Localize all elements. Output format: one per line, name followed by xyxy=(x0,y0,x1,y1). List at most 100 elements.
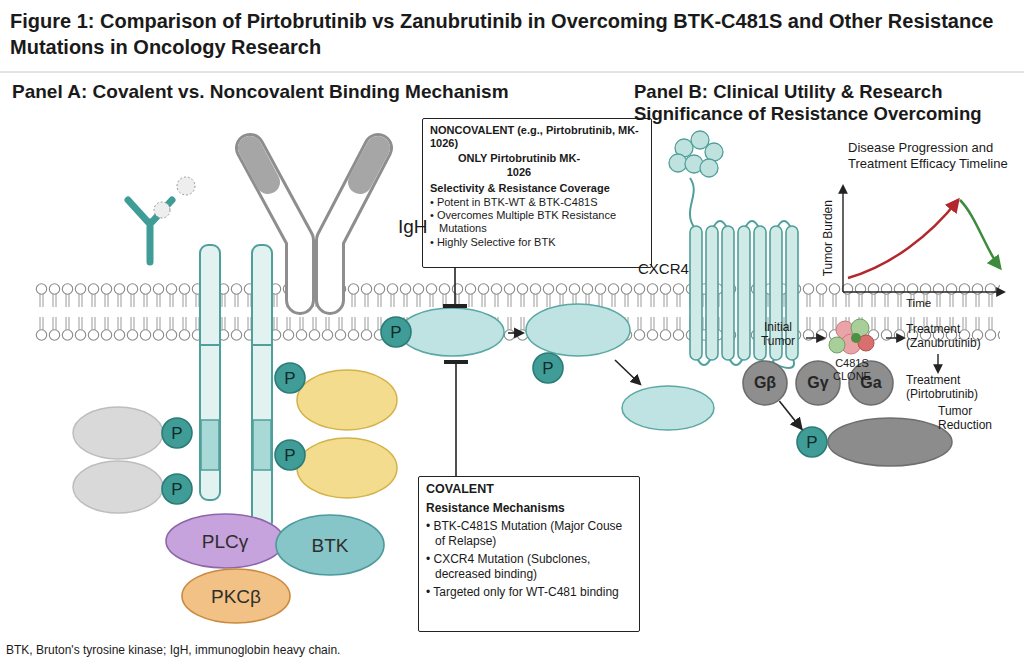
protein-ellipse: PLCγ xyxy=(165,513,285,569)
signal-protein xyxy=(622,386,714,430)
phospho-site: P xyxy=(274,362,306,394)
node-label: P xyxy=(542,360,553,377)
inhibition-line xyxy=(454,268,456,306)
inhibition-bar xyxy=(444,360,468,364)
signal-arrow xyxy=(615,360,640,384)
node-label: PLCγ xyxy=(202,532,248,551)
callout-text: Selectivity & Resistance Coverage xyxy=(430,182,644,195)
receptor-helix xyxy=(738,226,750,360)
adaptor-protein xyxy=(73,461,163,513)
node-outline xyxy=(162,474,192,504)
node-outline xyxy=(275,363,305,393)
callout-text: • Potent in BTK-WT & BTK-C481S xyxy=(430,196,644,209)
node-label: P xyxy=(390,324,401,341)
antigen-symbol xyxy=(177,177,195,195)
receptor-helix xyxy=(722,226,734,360)
bcr-body xyxy=(250,148,378,300)
flow-label: Initial Tumor xyxy=(752,320,804,349)
chart-axis xyxy=(843,291,1004,292)
flow-label: C481S CLONE xyxy=(824,357,880,383)
receptor-helix xyxy=(690,226,702,360)
node-outline xyxy=(162,418,192,448)
separator-line xyxy=(0,72,1024,73)
receptor-helix xyxy=(706,226,718,360)
node-outline xyxy=(743,361,787,405)
receptor-n-terminus xyxy=(690,178,696,230)
efficacy-curve xyxy=(960,200,1000,268)
flow-label: Treatment (Pirtobrutinib) xyxy=(906,373,1006,402)
phospho-site: P xyxy=(532,352,564,384)
node-label: Gγ xyxy=(807,375,828,391)
axis-label: Tumor Burden xyxy=(821,198,835,278)
inhibition-bar xyxy=(443,304,467,308)
callout-box: COVALENT Resistance Mechanisms • BTK-C481S… xyxy=(418,476,640,632)
node-label: P xyxy=(171,425,182,442)
callout-text: Resistance Mechanisms xyxy=(426,501,632,515)
inhibition-line xyxy=(455,362,457,476)
g-protein-subunit: Gγ xyxy=(795,360,841,406)
effector-protein xyxy=(828,418,952,466)
receptor-chain xyxy=(252,245,272,530)
callout-box: NONCOVALENT (e.g., Pirtobrutinib, MK-102… xyxy=(422,118,652,268)
callout-text: • CXCR4 Mutation (Subclones, decreased b… xyxy=(426,552,632,581)
axis-label: Time xyxy=(906,297,946,311)
part-label: IgH xyxy=(398,216,458,239)
figure-title: Figure 1: Comparison of Pirtobrutinib vs… xyxy=(10,9,1015,60)
node-outline xyxy=(275,440,305,470)
flow-label: Treatment (Zanubrutinib) xyxy=(906,322,1006,351)
node-label: P xyxy=(284,447,295,464)
g-protein-subunit: Gβ xyxy=(742,360,788,406)
chart-axis xyxy=(842,186,843,292)
btk-target xyxy=(400,308,504,356)
callout-text: • Highly Selective for BTK xyxy=(430,236,644,249)
node-outline xyxy=(182,569,290,623)
signal-arrow xyxy=(779,401,802,429)
node-label: Gβ xyxy=(754,375,776,391)
c481s-clone xyxy=(851,333,861,343)
node-label: P xyxy=(806,434,817,451)
node-outline xyxy=(276,515,384,575)
kinase-protein xyxy=(297,438,397,498)
flow-label: Tumor Reduction xyxy=(938,404,1018,433)
protein-ellipse: PKCβ xyxy=(181,568,291,624)
flow-arrow xyxy=(886,337,904,338)
bcr-variable-region xyxy=(250,148,378,182)
node-label: P xyxy=(171,481,182,498)
signal-protein xyxy=(526,304,630,356)
chain-joint xyxy=(200,344,220,346)
callout-heading: NONCOVALENT (e.g., Pirtobrutinib, MK-102… xyxy=(430,124,644,150)
phospho-site: P xyxy=(161,417,193,449)
bcr-outline xyxy=(250,148,378,300)
node-outline xyxy=(166,514,284,568)
flow-arrow xyxy=(806,337,824,338)
node-outline xyxy=(797,427,827,457)
node-outline xyxy=(381,317,411,347)
ligand-cell xyxy=(669,154,687,172)
phospho-site: P xyxy=(796,426,828,458)
node-outline xyxy=(533,353,563,383)
node-label: BTK xyxy=(312,536,349,555)
chain-joint xyxy=(252,344,272,346)
callout-heading: COVALENT xyxy=(426,482,632,497)
panel-heading: Panel A: Covalent vs. Noncovalent Bindin… xyxy=(12,81,622,104)
ligand-cell xyxy=(700,159,718,177)
part-label: CXCR4 xyxy=(638,260,698,278)
node-label: P xyxy=(284,370,295,387)
node-outline xyxy=(796,361,840,405)
ligand-cell xyxy=(705,143,723,161)
adaptor-protein xyxy=(73,407,163,459)
antibody-symbol xyxy=(128,200,172,262)
callout-text: • BTK-C481S Mutation (Major Couse of Rel… xyxy=(426,519,632,548)
itam-segment xyxy=(201,420,219,470)
receptor-chain xyxy=(200,245,220,500)
kinase-protein xyxy=(297,370,397,430)
tumor-cell xyxy=(829,337,845,353)
phospho-site: P xyxy=(380,316,412,348)
chart-title: Disease Progression and Treatment Effica… xyxy=(848,140,1016,171)
phospho-site: P xyxy=(161,473,193,505)
signal-arrow xyxy=(508,332,523,334)
flow-arrow xyxy=(937,354,938,372)
